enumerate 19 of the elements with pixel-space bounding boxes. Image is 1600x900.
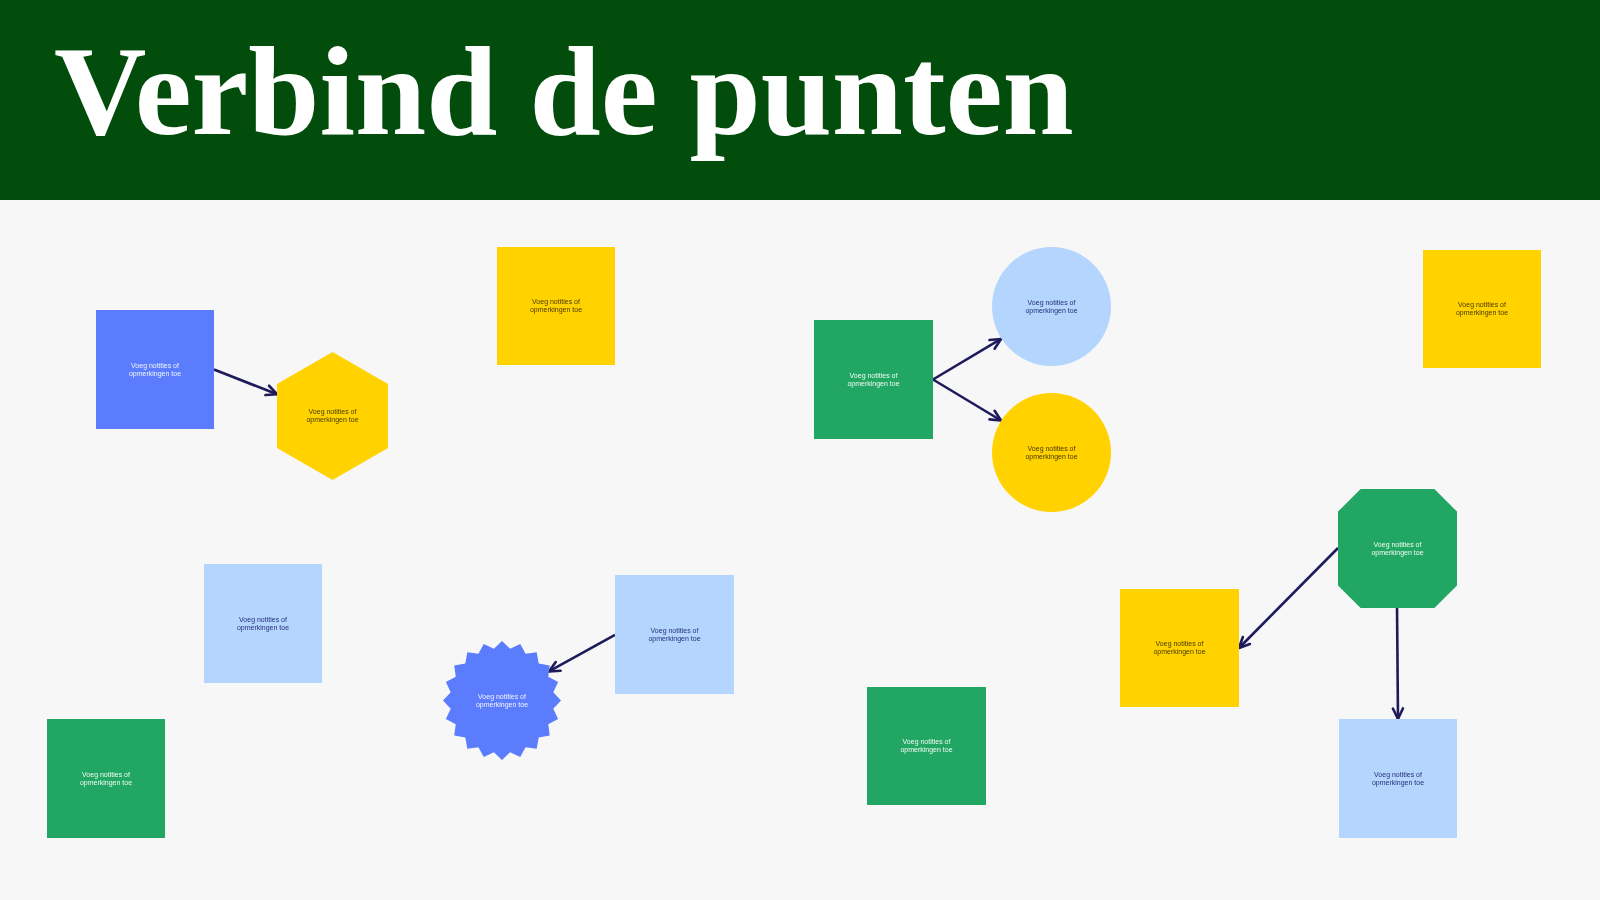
sticky-note — [814, 320, 933, 439]
arrow — [213, 368, 279, 397]
sticky-note — [1120, 589, 1239, 707]
starburst-shape — [443, 641, 561, 760]
hexagon-shape — [277, 352, 388, 480]
sticky-note — [867, 687, 986, 805]
arrow — [547, 633, 616, 673]
sticky-note — [1423, 250, 1541, 368]
sticky-note — [96, 310, 214, 429]
octagon-shape — [1338, 489, 1457, 608]
sticky-note — [47, 719, 165, 838]
arrow — [932, 378, 1003, 422]
arrow — [1391, 608, 1405, 721]
sticky-note — [204, 564, 322, 683]
arrow — [932, 337, 1003, 381]
sticky-note — [497, 247, 615, 365]
title: Verbind de punten — [54, 19, 1074, 164]
sticky-note — [1339, 719, 1457, 838]
sticky-note — [615, 575, 734, 694]
